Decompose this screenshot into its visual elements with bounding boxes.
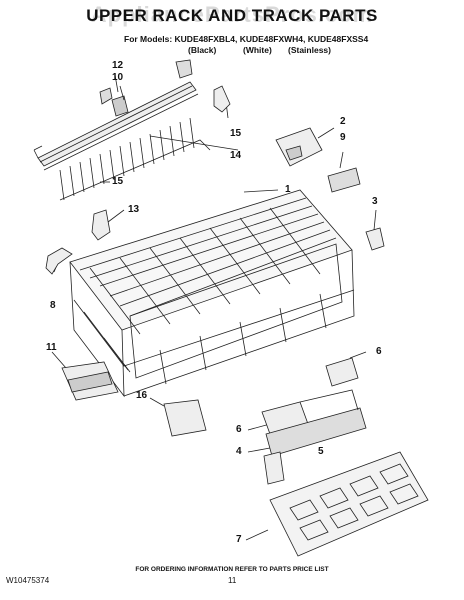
callout-15-lower: 15 [112, 176, 124, 187]
callout-12: 12 [112, 60, 124, 71]
callout-14: 14 [230, 150, 242, 161]
clip-13 [91, 209, 111, 241]
callout-15-upper: 15 [230, 128, 242, 139]
callout-7: 7 [236, 534, 242, 545]
callout-2: 2 [340, 116, 346, 127]
color-stainless: (Stainless) [288, 45, 331, 55]
track-assembly-4 [261, 389, 367, 457]
color-black: (Black) [188, 45, 217, 55]
part-5 [263, 451, 285, 485]
callout-16: 16 [136, 390, 148, 401]
upper-rack [69, 189, 355, 398]
callout-6-lower: 6 [236, 424, 242, 435]
callout-6-upper: 6 [376, 346, 382, 357]
part-3 [365, 227, 385, 251]
part-11 [61, 361, 119, 401]
page-title: UPPER RACK AND TRACK PARTS [86, 6, 378, 25]
callout-4: 4 [236, 446, 242, 457]
color-white: (White) [243, 45, 272, 55]
bracket-2 [275, 127, 323, 167]
callout-5: 5 [318, 446, 324, 457]
document-number: W10475374 [6, 576, 50, 585]
callout-8: 8 [50, 300, 56, 311]
callout-3: 3 [372, 196, 378, 207]
part-8 [45, 247, 73, 275]
part-7-tray [269, 451, 429, 557]
callout-10: 10 [112, 72, 124, 83]
rack-tines [59, 117, 211, 201]
part-9 [327, 167, 361, 193]
callout-9: 9 [340, 132, 346, 143]
models-line: For Models: KUDE48FXBL4, KUDE48FXWH4, KU… [124, 34, 369, 44]
callout-11: 11 [46, 342, 57, 353]
clip-15 [213, 85, 231, 113]
footer-note: FOR ORDERING INFORMATION REFER TO PARTS … [135, 566, 329, 573]
watermark: AppliancePartsPros.com [90, 2, 374, 27]
callout-1: 1 [285, 184, 291, 195]
page-number: 11 [228, 576, 237, 585]
part-16 [163, 399, 207, 437]
part-6a [325, 357, 359, 387]
track-rail [33, 59, 199, 171]
callout-13: 13 [128, 204, 140, 215]
